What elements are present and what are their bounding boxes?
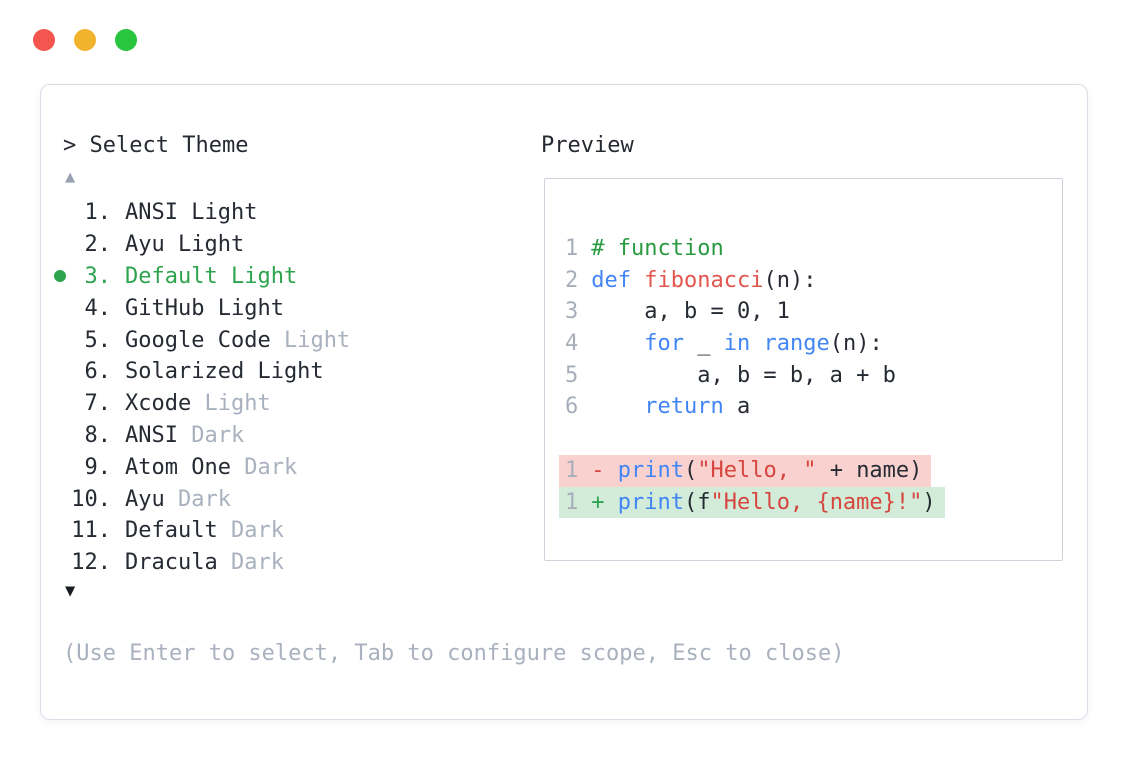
item-number: 2. — [84, 232, 112, 258]
code-line-3: 3 a, b = 0, 1 — [565, 299, 790, 325]
item-label: Xcode — [125, 391, 205, 417]
theme-item-default-light-selected[interactable]: 3. Default Light — [41, 261, 561, 293]
item-label-muted: Light — [283, 327, 351, 353]
window-controls — [33, 29, 137, 51]
theme-list: 1. ANSI Light 2. Ayu Light 3. Default Li… — [41, 197, 561, 579]
item-label-muted: Light — [204, 391, 271, 417]
item-number: 10. — [71, 486, 111, 512]
theme-item-ayu-light[interactable]: 2. Ayu Light — [41, 229, 561, 261]
theme-picker-panel: > Select Theme ▲ 1. ANSI Light 2. Ayu Li… — [40, 84, 1088, 720]
diff-minus-sign: - — [591, 457, 605, 483]
item-number: 11. — [71, 518, 111, 544]
theme-item-default-dark[interactable]: 11. Default Dark — [41, 515, 561, 547]
item-label: Dracula — [125, 550, 231, 576]
theme-item-dracula-dark[interactable]: 12. Dracula Dark — [41, 547, 561, 579]
item-label-muted: Dark — [191, 422, 245, 448]
line-number: 6 — [565, 394, 579, 420]
item-number: 4. — [84, 295, 112, 321]
item-number: 9. — [84, 454, 112, 480]
diff-plus-sign: + — [591, 489, 605, 515]
line-number: 4 — [565, 331, 579, 357]
code-line-4: 4 for _ in range(n): — [565, 331, 883, 357]
item-label-muted: Dark — [177, 486, 231, 512]
diff-line-added: 1+ print(f"Hello, {name}!") — [559, 486, 1062, 519]
code-line-1: 1# function — [565, 236, 724, 261]
line-number: 2 — [565, 267, 579, 293]
theme-item-google-code-light[interactable]: 5. Google Code Light — [41, 324, 561, 356]
theme-item-xcode-light[interactable]: 7. Xcode Light — [41, 388, 561, 420]
line-number: 1 — [565, 457, 579, 483]
item-label: Default — [125, 518, 231, 544]
item-label: Ayu — [125, 486, 178, 512]
theme-item-ayu-dark[interactable]: 10. Ayu Dark — [41, 483, 561, 515]
item-label: ANSI — [125, 422, 192, 448]
item-label: Atom One — [125, 454, 245, 480]
item-number: 5. — [84, 327, 112, 353]
item-label: Solarized Light — [125, 359, 324, 385]
theme-item-ansi-light[interactable]: 1. ANSI Light — [41, 197, 561, 229]
scroll-down-icon[interactable]: ▼ — [65, 581, 76, 601]
item-number: 6. — [84, 359, 112, 385]
added-line-highlight: 1+ print(f"Hello, {name}!") — [559, 486, 945, 519]
item-label: Ayu Light — [125, 232, 245, 258]
picker-title: Select Theme — [89, 133, 249, 158]
item-number: 1. — [84, 200, 112, 226]
diff-line-removed: 1- print("Hello, " + name) — [559, 454, 1062, 487]
theme-item-github-light[interactable]: 4. GitHub Light — [41, 292, 561, 324]
prompt-symbol: > — [63, 133, 77, 158]
selected-dot-icon — [53, 270, 67, 282]
minimize-button[interactable] — [74, 29, 96, 51]
item-number: 7. — [84, 391, 112, 417]
code-line-5: 5 a, b = b, a + b — [565, 362, 896, 388]
line-number: 1 — [565, 489, 579, 515]
close-button[interactable] — [33, 29, 55, 51]
removed-line-highlight: 1- print("Hello, " + name) — [559, 454, 932, 487]
theme-item-ansi-dark[interactable]: 8. ANSI Dark — [41, 420, 561, 452]
line-number: 3 — [565, 299, 579, 325]
item-number: 3. — [84, 263, 112, 289]
item-label: GitHub Light — [125, 295, 284, 321]
item-label-muted: Dark — [230, 550, 284, 576]
item-label-muted: Dark — [230, 518, 284, 544]
keyboard-hint: (Use Enter to select, Tab to configure s… — [63, 641, 845, 666]
code-line-6: 6 return a — [565, 394, 751, 420]
item-number: 12. — [71, 550, 111, 576]
select-theme-prompt: > Select Theme — [63, 133, 248, 158]
preview-title: Preview — [541, 133, 634, 158]
item-label: Google Code — [125, 327, 284, 353]
item-label: ANSI Light — [125, 200, 258, 226]
line-number: 1 — [565, 236, 579, 261]
scroll-up-icon: ▲ — [65, 167, 76, 187]
zoom-button[interactable] — [115, 29, 137, 51]
item-label-muted: Dark — [244, 454, 298, 480]
theme-item-atom-one-dark[interactable]: 9. Atom One Dark — [41, 451, 561, 483]
item-label: Default Light — [125, 263, 298, 289]
line-number: 5 — [565, 362, 579, 388]
code-line-blank — [565, 423, 1062, 455]
theme-item-solarized-light[interactable]: 6. Solarized Light — [41, 356, 561, 388]
item-number: 8. — [84, 422, 112, 448]
